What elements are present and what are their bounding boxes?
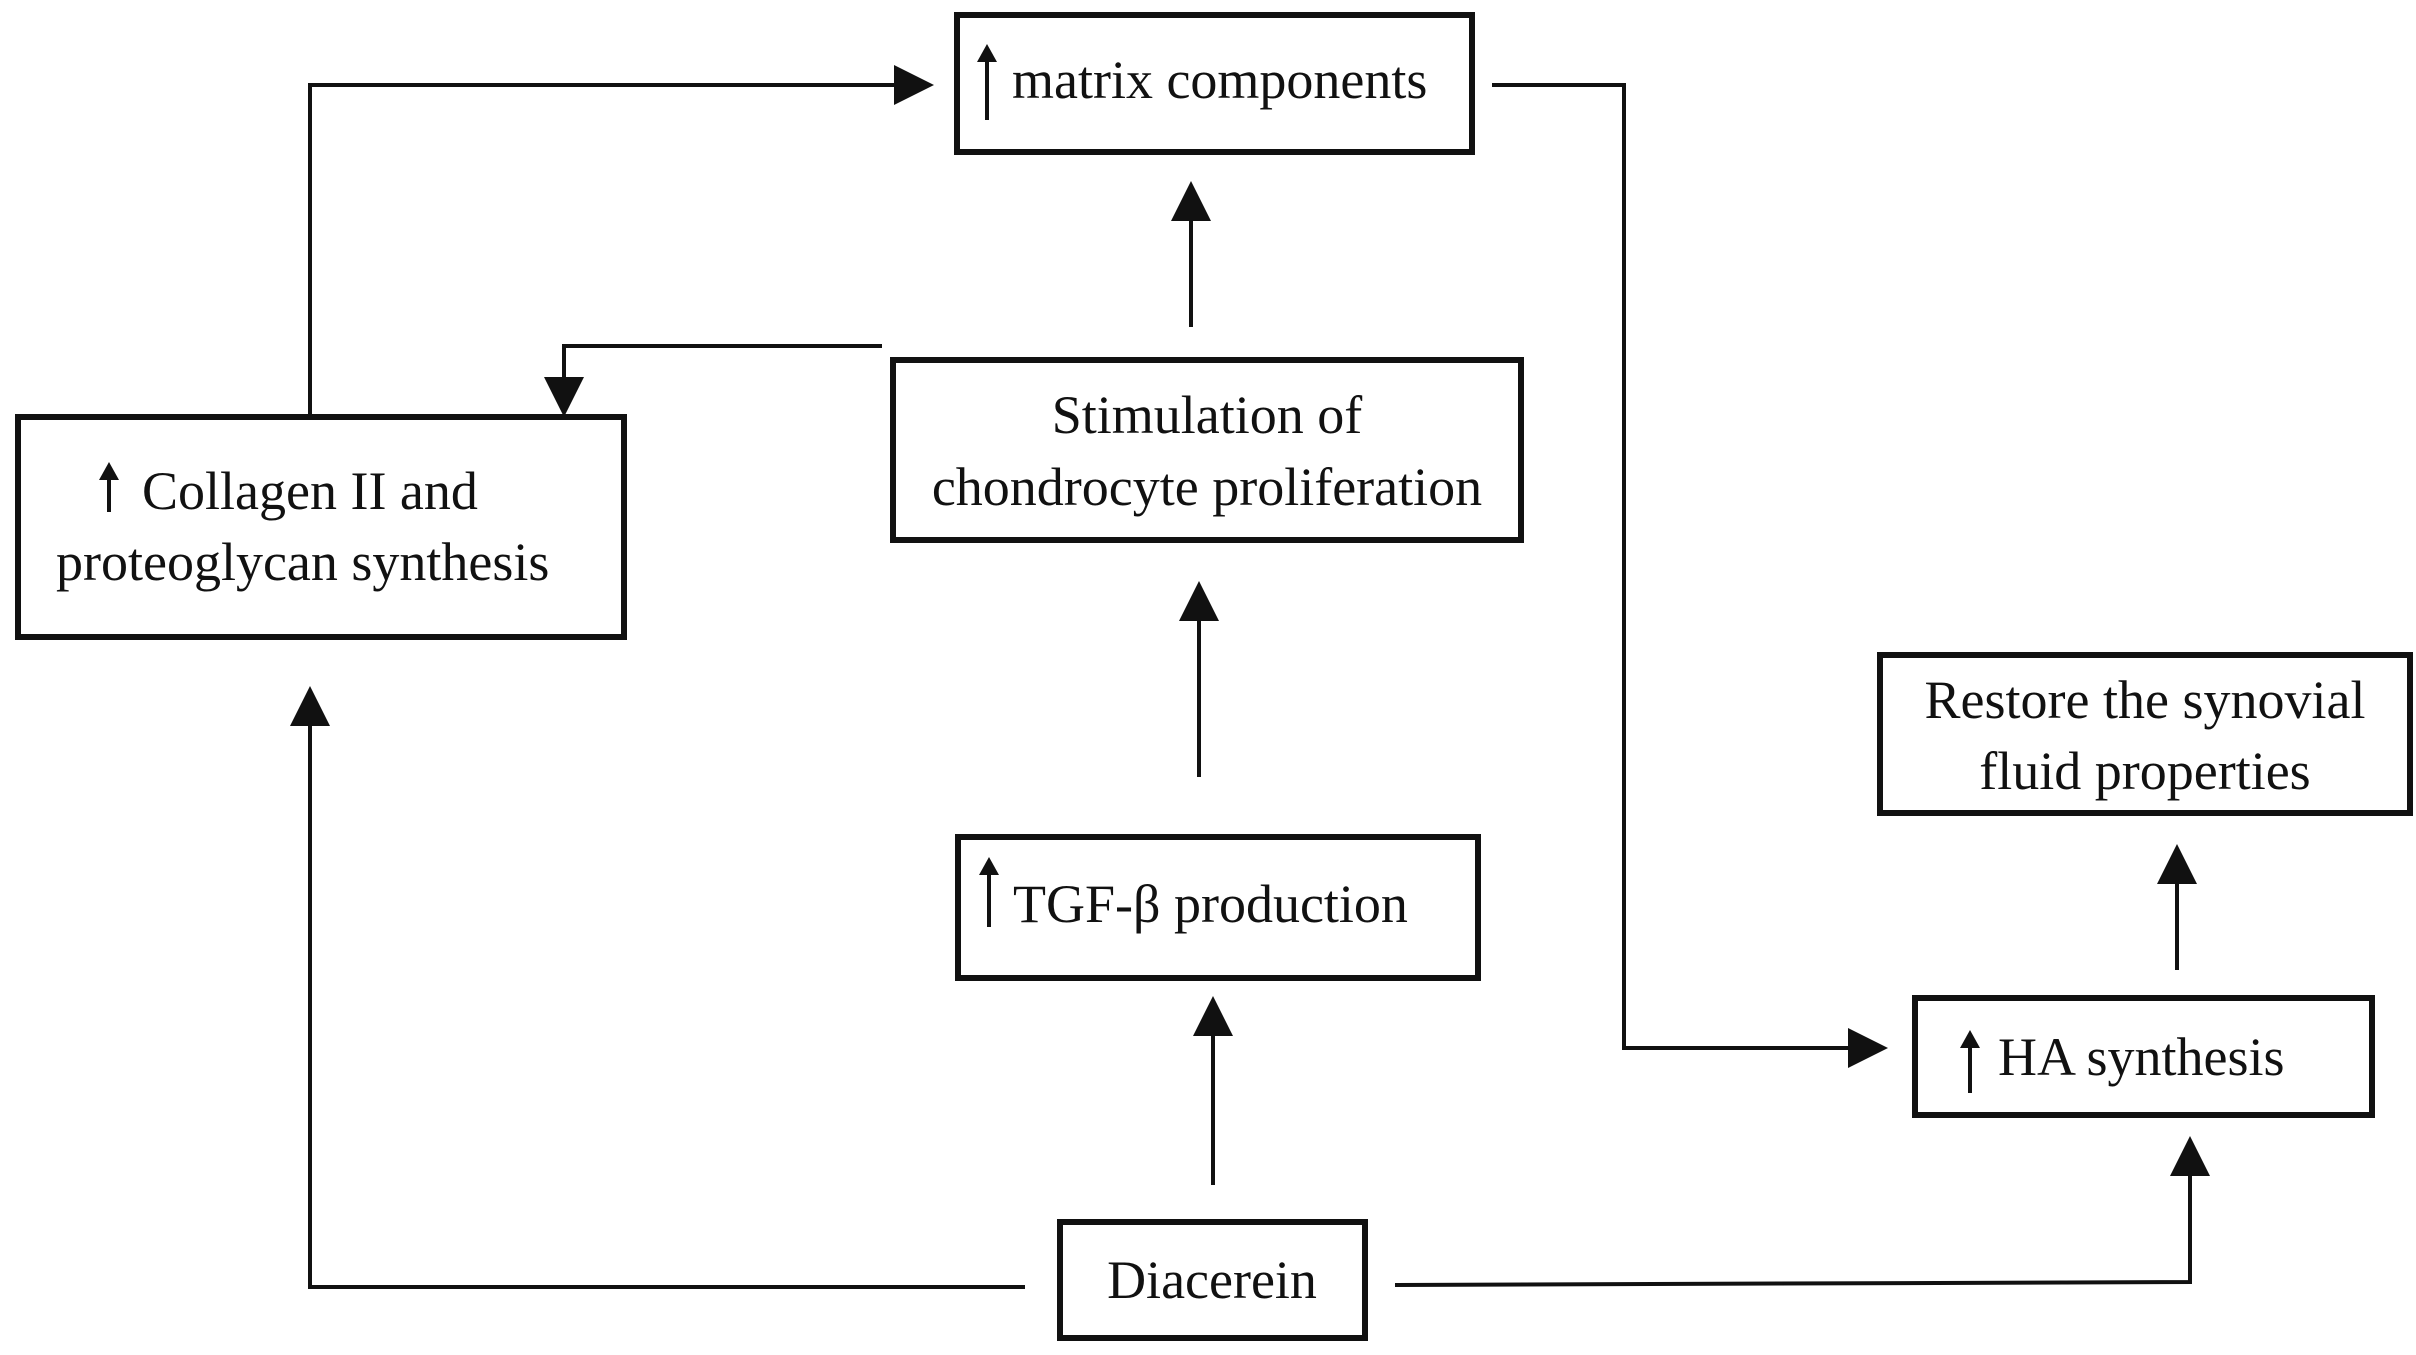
stimulation-label-line2: chondrocyte proliferation bbox=[932, 457, 1482, 517]
collagen-label-line2: proteoglycan synthesis bbox=[56, 532, 549, 592]
tgf-label: TGF-β production bbox=[1013, 874, 1408, 934]
increase-arrow-icon bbox=[1960, 1030, 1980, 1093]
collagen-label-line1: Collagen II and bbox=[142, 461, 478, 521]
stimulation-label-line1: Stimulation of bbox=[1052, 385, 1363, 445]
node-collagen-synthesis: Collagen II and proteoglycan synthesis bbox=[15, 414, 627, 640]
edge-matrix-to-ha bbox=[1492, 83, 1888, 1068]
restore-label-line2: fluid properties bbox=[1979, 741, 2310, 801]
node-diacerein: Diacerein bbox=[1057, 1219, 1368, 1341]
edge-collagen-to-matrix bbox=[308, 65, 934, 417]
node-tgf-production: TGF-β production bbox=[955, 834, 1481, 981]
increase-arrow-icon bbox=[99, 462, 119, 512]
ha-synthesis-label: HA synthesis bbox=[1998, 1027, 2285, 1087]
node-stimulation: Stimulation of chondrocyte proliferation bbox=[890, 357, 1524, 543]
edge-diacerein-to-collagen bbox=[290, 686, 1025, 1289]
edge-diacerein-to-ha bbox=[1394, 1136, 2210, 1287]
matrix-components-label: matrix components bbox=[1012, 50, 1427, 110]
diacerein-label: Diacerein bbox=[1107, 1250, 1317, 1310]
increase-arrow-icon bbox=[979, 857, 999, 927]
node-matrix-components: matrix components bbox=[954, 12, 1475, 155]
restore-label-line1: Restore the synovial bbox=[1925, 670, 2366, 730]
increase-arrow-icon bbox=[977, 44, 997, 120]
node-ha-synthesis: HA synthesis bbox=[1912, 995, 2375, 1118]
edge-stimulation-to-collagen bbox=[544, 344, 882, 417]
node-restore-synovial: Restore the synovial fluid properties bbox=[1877, 652, 2413, 816]
